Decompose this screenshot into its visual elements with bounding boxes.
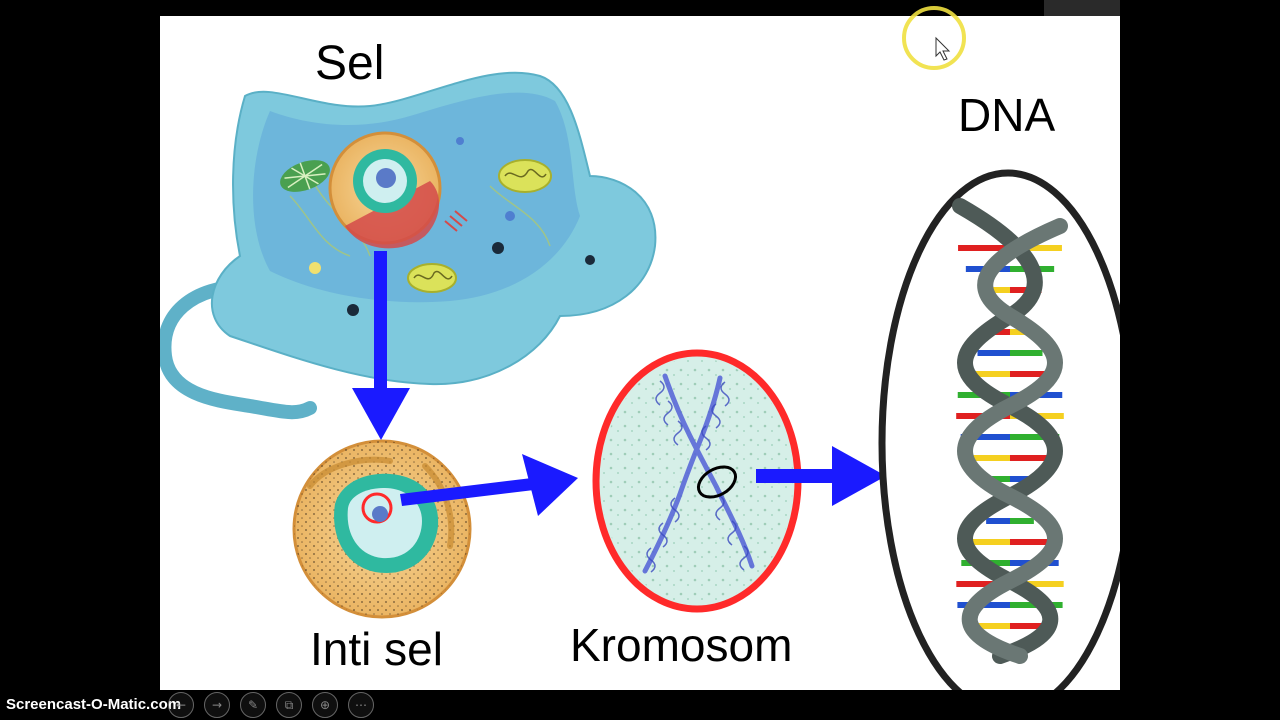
label-dna: DNA [958, 89, 1056, 141]
right-black-margin [1044, 0, 1280, 702]
label-sel: Sel [315, 37, 385, 90]
arrow-cell-to-nucleus [352, 251, 410, 440]
chromosome-illustration [592, 349, 802, 613]
watermark-text: Screencast-O-Matic.com [6, 696, 182, 713]
recorder-bar: Screencast-O-Matic.com ← → ✎ ⧉ ⊕ ⋯ [0, 690, 1280, 720]
diagram-scene [160, 71, 1120, 702]
copy-icon[interactable]: ⧉ [276, 692, 302, 718]
mouse-pointer-icon [935, 36, 951, 61]
dna-illustration [878, 169, 1120, 702]
nucleus-illustration [292, 439, 472, 619]
pen-icon[interactable]: ✎ [240, 692, 266, 718]
arrow-nucleus-to-chromosome [400, 454, 578, 516]
zoom-icon[interactable]: ⊕ [312, 692, 338, 718]
more-icon[interactable]: ⋯ [348, 692, 374, 718]
label-kromosom: Kromosom [570, 619, 793, 671]
arrow-chromosome-to-dna [756, 446, 886, 506]
cell-illustration [160, 71, 657, 420]
slide-toolbar[interactable]: ← → ✎ ⧉ ⊕ ⋯ [168, 692, 374, 718]
slide-canvas: Sel DNA Inti sel Kromosom [160, 16, 1120, 702]
label-inti-sel: Inti sel [310, 623, 443, 675]
back-icon[interactable]: ← [168, 692, 194, 718]
cursor-highlight [902, 6, 966, 70]
forward-icon[interactable]: → [204, 692, 230, 718]
